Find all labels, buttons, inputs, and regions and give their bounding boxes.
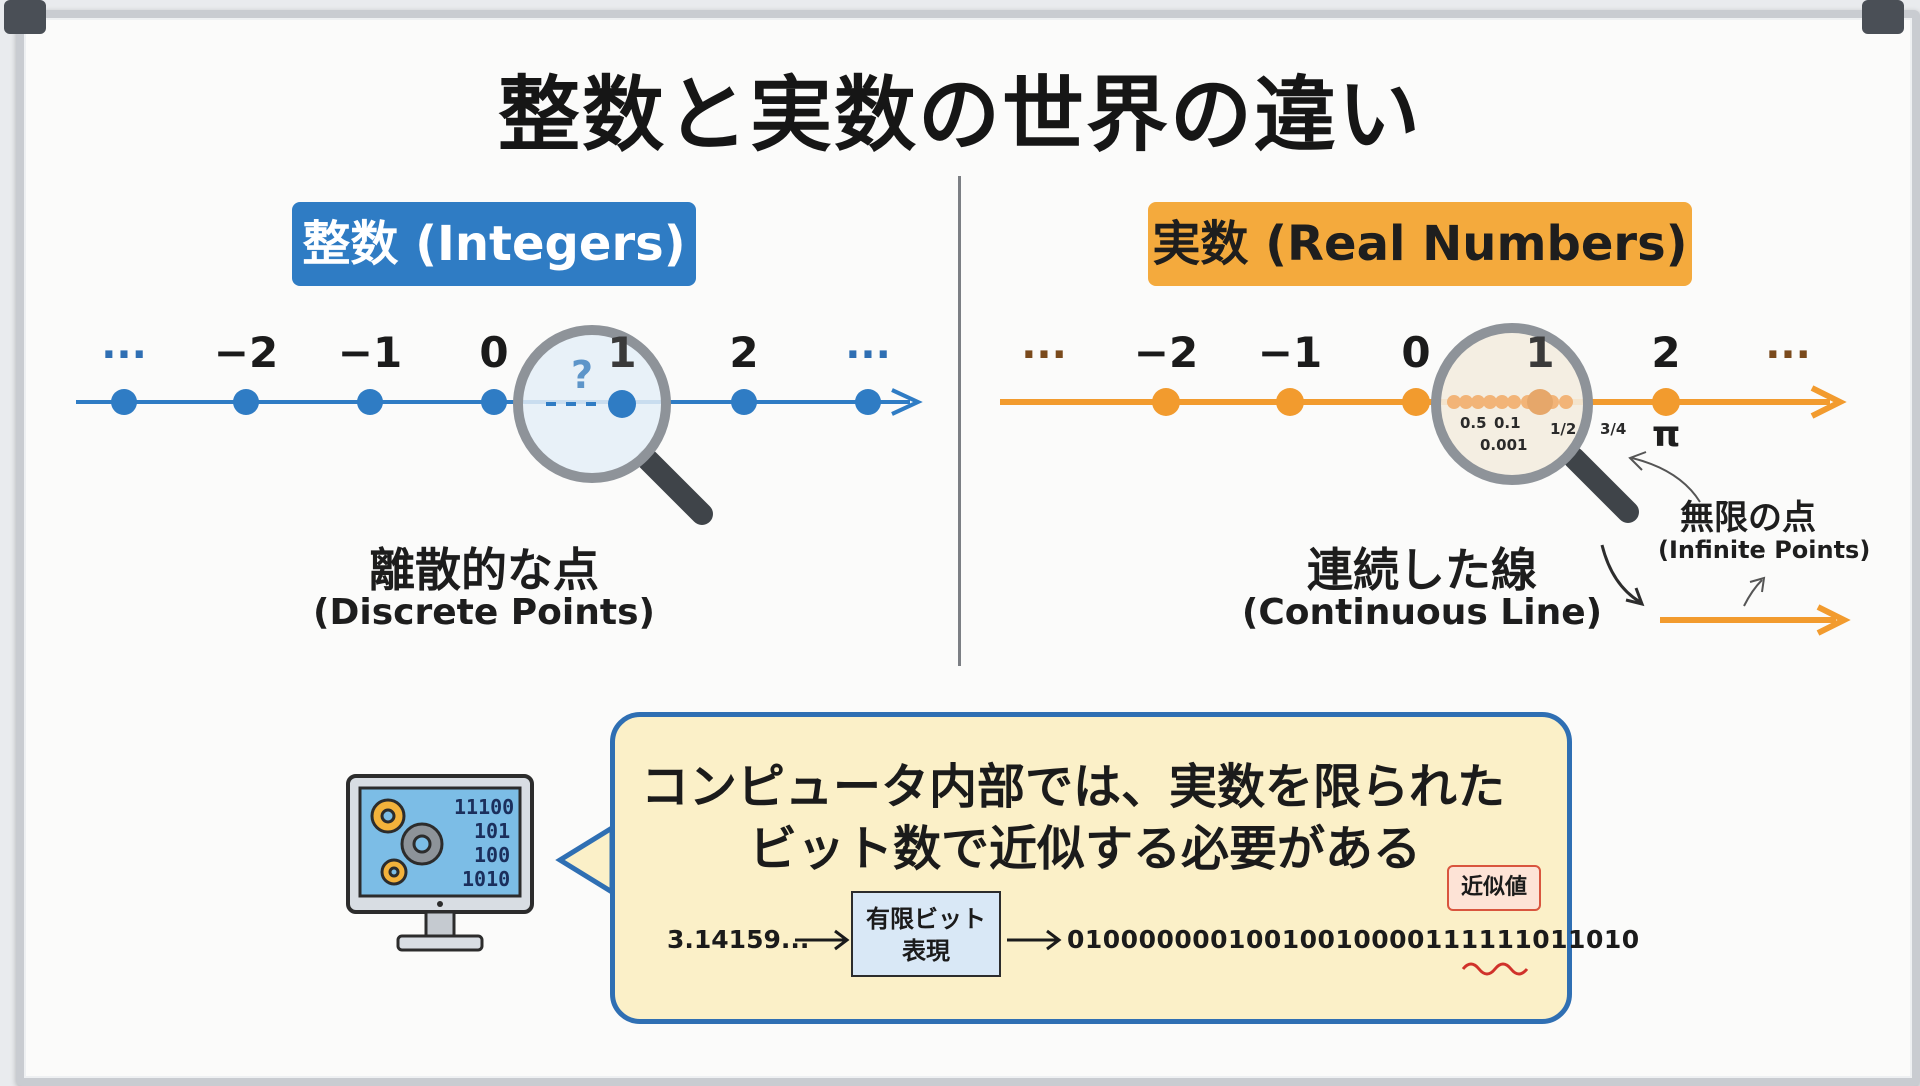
board-corner <box>4 0 46 34</box>
curved-arrow <box>1631 457 1701 503</box>
binary-output: 01000000010010010000111111011010 <box>1067 925 1640 954</box>
finite-bit-box-line2: 表現 <box>902 937 950 965</box>
screen-bits: 11100 <box>454 795 514 819</box>
real-point <box>1652 388 1680 416</box>
integer-tick-label: −1 <box>337 328 403 377</box>
screen-bits: 1010 <box>462 867 510 891</box>
zoom-label: 0.5 <box>1460 414 1487 432</box>
message-line-2: ビット数で近似する必要がある <box>749 821 1422 877</box>
zoom-label: 3/4 <box>1600 420 1627 438</box>
zoom-label: 1/2 <box>1550 420 1577 438</box>
integers-caption-en: (Discrete Points) <box>313 592 655 633</box>
gear-icon <box>370 798 406 834</box>
real-magnifier-icon <box>1431 323 1639 523</box>
board-corner <box>1862 0 1904 34</box>
magnifier-question-mark: ? <box>571 353 593 397</box>
real-line-arrowhead <box>1810 385 1847 419</box>
integer-point <box>357 389 383 415</box>
zoom-label: 0.1 <box>1494 414 1521 432</box>
integer-points <box>111 389 881 415</box>
number-lines-graphic: ? <box>76 323 1851 897</box>
arrow-right-icon <box>795 929 850 951</box>
real-tick-label: 0 <box>1401 328 1431 377</box>
integer-point <box>233 389 259 415</box>
infinite-points-en: (Infinite Points) <box>1658 536 1871 564</box>
finite-bit-box-line1: 有限ビット <box>866 905 986 933</box>
computer-monitor-icon: 11100 101 100 1010 <box>346 774 534 952</box>
integers-caption-jp: 離散的な点 <box>369 543 599 597</box>
gear-icon <box>380 858 408 886</box>
real-point <box>1402 388 1430 416</box>
message-line-1: コンピュータ内部では、実数を限られた <box>641 759 1506 815</box>
real-point <box>1276 388 1304 416</box>
integer-magnifier-icon: ? <box>513 325 713 525</box>
curved-arrow <box>1600 544 1641 604</box>
page-title: 整数と実数の世界の違い <box>497 68 1422 163</box>
integer-point <box>855 389 881 415</box>
integer-line-arrowhead <box>891 388 923 416</box>
arrow-right-icon <box>1007 929 1062 951</box>
real-tick-label: ... <box>1765 322 1811 368</box>
screen-bits: 101 <box>474 819 510 843</box>
flow-input-value: 3.14159... <box>667 925 810 954</box>
infinite-points-jp: 無限の点 <box>1680 498 1816 538</box>
real-points <box>1152 388 1680 416</box>
bubble-tail <box>555 823 615 897</box>
real-tick-label: ... <box>1021 322 1067 368</box>
integer-tick-label: 1 <box>607 328 637 377</box>
reals-caption-jp: 連続した線 <box>1307 543 1537 597</box>
approx-value-tag: 近似値 <box>1447 865 1541 911</box>
real-tick-label: −2 <box>1133 328 1199 377</box>
integer-tick-label: 2 <box>729 328 759 377</box>
real-point <box>1152 388 1180 416</box>
message-bubble: コンピュータ内部では、実数を限られた ビット数で近似する必要がある 3.1415… <box>610 712 1639 1024</box>
squiggle-underline <box>1461 962 1529 976</box>
screen-bits: 100 <box>474 843 510 867</box>
integer-tick-label: −2 <box>213 328 279 377</box>
integer-tick-label: ... <box>101 322 147 368</box>
reals-caption-en: (Continuous Line) <box>1241 592 1603 633</box>
reals-badge: 実数 (Real Numbers) <box>1148 202 1692 286</box>
integer-point <box>731 389 757 415</box>
real-tick-label: −1 <box>1257 328 1323 377</box>
integer-tick-label: 0 <box>479 328 509 377</box>
integer-point <box>111 389 137 415</box>
zoom-label: 0.001 <box>1480 436 1528 454</box>
integers-badge: 整数 (Integers) <box>292 202 696 286</box>
finite-bit-box: 有限ビット 表現 <box>851 891 1001 977</box>
real-tick-label: 2 <box>1651 328 1681 377</box>
integer-point <box>481 389 507 415</box>
center-divider <box>958 176 961 666</box>
real-tick-label: 1 <box>1525 328 1555 377</box>
integer-tick-label: ... <box>845 322 891 368</box>
gear-icon <box>400 822 444 866</box>
pi-label: π <box>1652 414 1681 455</box>
